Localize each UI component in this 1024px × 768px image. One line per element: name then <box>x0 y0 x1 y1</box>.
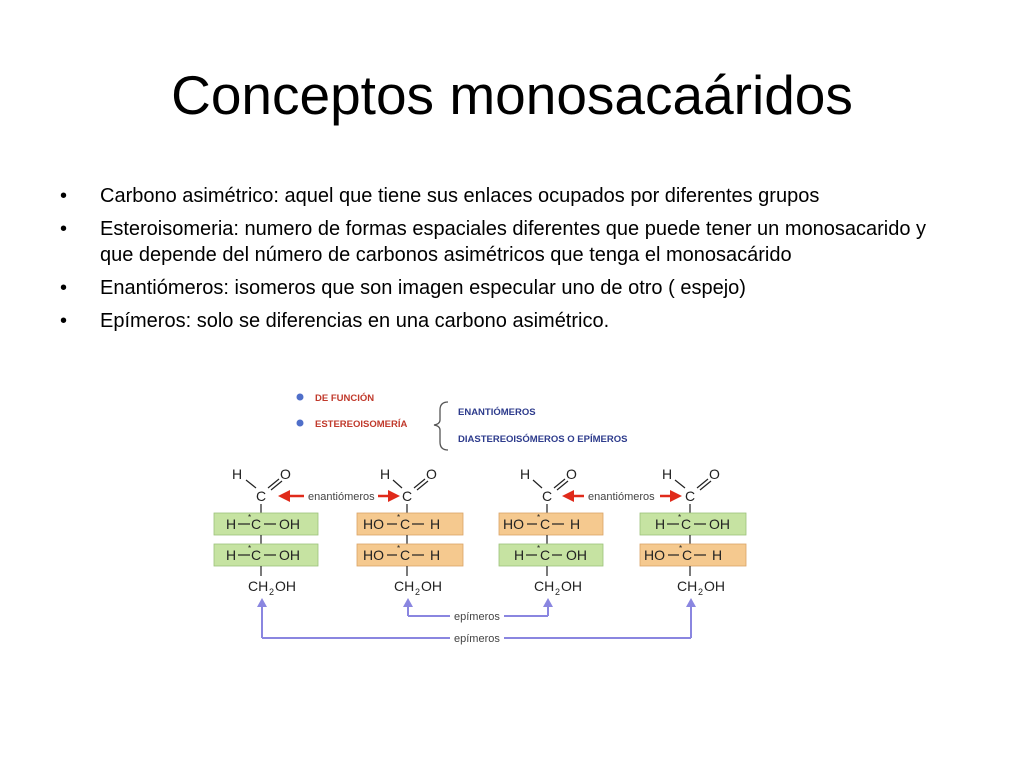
asym-star: * <box>537 513 540 522</box>
legend-dot-icon <box>296 393 304 401</box>
bullet-list: • Carbono asimétrico: aquel que tiene sus… <box>60 183 960 341</box>
group-ch: CH <box>677 578 697 594</box>
epimer-label: epímeros <box>454 633 500 645</box>
bullet-item: • Carbono asimétrico: aquel que tiene sus… <box>60 183 960 209</box>
legend-stereo: ESTEREOISOMERÍA <box>315 419 408 430</box>
group-ho: HO <box>363 516 384 532</box>
group-ho: HO <box>644 547 665 563</box>
atom-o: O <box>566 466 577 482</box>
asym-star: * <box>679 544 682 553</box>
atom-o: O <box>280 466 291 482</box>
bullet-marker: • <box>60 218 68 240</box>
legend-diastereomers: DIASTEREOISÓMEROS O EPÍMEROS <box>458 433 627 445</box>
molecule-1: H O C H C * OH H C * OH CH 2 OH <box>213 466 319 597</box>
subscript-2: 2 <box>415 587 420 597</box>
bullet-text: Carbono asimétrico: aquel que tiene sus … <box>100 185 820 207</box>
enantiomer-label: enantiómeros <box>588 491 655 503</box>
enantiomer-label: enantiómeros <box>308 491 375 503</box>
atom-c: C <box>540 516 550 532</box>
bullet-text: Epímeros: solo se diferencias en una car… <box>100 310 610 332</box>
subscript-2: 2 <box>269 587 274 597</box>
asym-star: * <box>248 544 251 553</box>
group-oh: OH <box>275 578 296 594</box>
atom-h: H <box>226 516 236 532</box>
atom-h: H <box>380 466 390 482</box>
atom-o: O <box>709 466 720 482</box>
enantiomer-arrow-right: enantiómeros <box>562 490 682 503</box>
subscript-2: 2 <box>555 587 560 597</box>
stereoisomer-figure: DE FUNCIÓN ESTEREOISOMERÍA ENANTIÓMEROS … <box>212 380 760 650</box>
atom-c: C <box>400 547 410 563</box>
bullet-marker: • <box>60 185 68 207</box>
group-ho: HO <box>363 547 384 563</box>
group-ho: HO <box>503 516 524 532</box>
asym-star: * <box>248 513 251 522</box>
atom-c: C <box>400 516 410 532</box>
legend-function: DE FUNCIÓN <box>315 392 374 404</box>
molecule-4: H O C H C * OH HO C * H CH 2 OH <box>639 466 747 597</box>
atom-h: H <box>520 466 530 482</box>
asym-star: * <box>678 513 681 522</box>
group-oh: OH <box>709 516 730 532</box>
atom-o: O <box>426 466 437 482</box>
group-ch: CH <box>534 578 554 594</box>
bullet-text: Esteroisomeria: numero de formas espacia… <box>100 218 927 266</box>
enantiomer-arrow-left: enantiómeros <box>278 490 400 503</box>
epimer-arrow-inner: epímeros <box>403 598 553 623</box>
atom-h: H <box>226 547 236 563</box>
atom-c: C <box>256 488 266 504</box>
atom-c: C <box>251 547 261 563</box>
asym-star: * <box>397 544 400 553</box>
legend-dot-icon <box>296 419 304 427</box>
legend-enantiomers: ENANTIÓMEROS <box>458 406 536 418</box>
figure-svg: DE FUNCIÓN ESTEREOISOMERÍA ENANTIÓMEROS … <box>213 392 747 645</box>
molecule-2: H O C HO C * H HO C * H CH 2 OH <box>356 466 464 597</box>
atom-c: C <box>542 488 552 504</box>
group-oh: OH <box>566 547 587 563</box>
group-ch: CH <box>248 578 268 594</box>
bullet-item: • Esteroisomeria: numero de formas espaci… <box>60 216 960 268</box>
atom-c: C <box>402 488 412 504</box>
group-oh: OH <box>561 578 582 594</box>
group-ch: CH <box>394 578 414 594</box>
asym-star: * <box>537 544 540 553</box>
bullet-item: • Epímeros: solo se diferencias en una ca… <box>60 308 960 334</box>
atom-c: C <box>681 516 691 532</box>
bullet-marker: • <box>60 277 68 299</box>
atom-h: H <box>570 516 580 532</box>
atom-c: C <box>540 547 550 563</box>
epimer-arrow-outer: epímeros <box>257 598 696 645</box>
atom-h: H <box>232 466 242 482</box>
epimer-label: epímeros <box>454 611 500 623</box>
atom-h: H <box>655 516 665 532</box>
atom-c: C <box>682 547 692 563</box>
atom-c: C <box>685 488 695 504</box>
group-oh: OH <box>279 547 300 563</box>
group-oh: OH <box>704 578 725 594</box>
atom-h: H <box>662 466 672 482</box>
atom-c: C <box>251 516 261 532</box>
group-oh: OH <box>421 578 442 594</box>
atom-h: H <box>430 547 440 563</box>
brace-icon <box>433 401 449 451</box>
molecule-3: H O C HO C * H H C * OH CH 2 OH <box>498 466 604 597</box>
bullet-text: Enantiómeros: isomeros que son imagen es… <box>100 277 746 299</box>
bullet-marker: • <box>60 310 68 332</box>
subscript-2: 2 <box>698 587 703 597</box>
atom-h: H <box>430 516 440 532</box>
slide-title: Conceptos monosacaáridos <box>171 64 853 126</box>
atom-h: H <box>514 547 524 563</box>
bullet-item: • Enantiómeros: isomeros que son imagen e… <box>60 275 960 301</box>
group-oh: OH <box>279 516 300 532</box>
atom-h: H <box>712 547 722 563</box>
asym-star: * <box>397 513 400 522</box>
